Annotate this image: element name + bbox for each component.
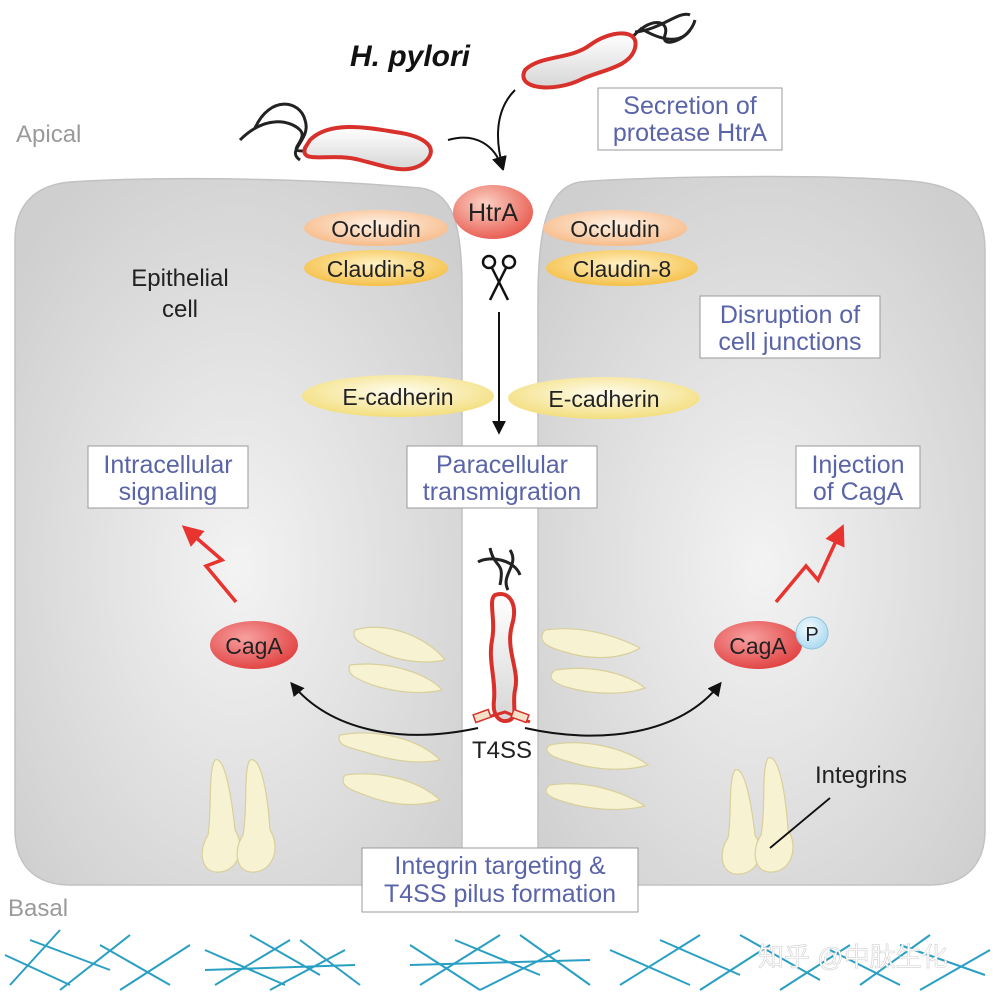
epithelial-cell-label-line2: cell xyxy=(162,296,198,323)
apical-label: Apical xyxy=(16,121,81,148)
svg-text:CagA: CagA xyxy=(225,633,283,659)
integrin-targeting-box: Integrin targeting & T4SS pilus formatio… xyxy=(361,847,639,913)
svg-text:P: P xyxy=(805,624,818,646)
svg-text:of CagA: of CagA xyxy=(813,478,904,506)
signal-arrow-left xyxy=(181,525,238,604)
phosphate-badge: P xyxy=(795,616,829,650)
svg-text:Occludin: Occludin xyxy=(570,216,659,242)
signal-arrow-right xyxy=(774,524,845,604)
bacterium-left-icon xyxy=(238,102,433,172)
svg-text:Paracellular: Paracellular xyxy=(436,451,568,479)
epithelial-cell-label-line1: Epithelial xyxy=(131,265,228,292)
svg-text:E-cadherin: E-cadherin xyxy=(548,386,659,412)
claudin-left: Claudin-8 xyxy=(304,250,448,286)
t4ss-label: T4SS xyxy=(472,737,532,764)
ecadherin-left: E-cadherin xyxy=(302,375,494,417)
svg-text:cell junctions: cell junctions xyxy=(718,328,861,356)
htra-protein: HtrA xyxy=(453,185,533,239)
svg-text:Injection: Injection xyxy=(811,451,904,479)
intracellular-box: Intracellular signaling xyxy=(87,445,249,509)
watermark: 知乎 @中肽生化 xyxy=(758,942,948,972)
arrow-t4ss-to-caga-right xyxy=(524,681,722,737)
integrin-receptors xyxy=(201,626,794,875)
svg-text:E-cadherin: E-cadherin xyxy=(342,384,453,410)
injection-box: Injection of CagA xyxy=(795,445,921,509)
bacterium-center-icon xyxy=(472,547,531,724)
integrins-pointer xyxy=(769,797,831,849)
svg-text:Secretion of: Secretion of xyxy=(623,92,756,120)
svg-text:transmigration: transmigration xyxy=(423,478,581,506)
extracellular-matrix-fibers xyxy=(4,929,991,991)
svg-text:CagA: CagA xyxy=(729,633,787,659)
svg-text:Claudin-8: Claudin-8 xyxy=(327,256,425,282)
svg-text:T4SS pilus formation: T4SS pilus formation xyxy=(384,880,616,908)
svg-text:Disruption of: Disruption of xyxy=(720,301,860,329)
basal-label: Basal xyxy=(8,895,68,922)
svg-text:HtrA: HtrA xyxy=(468,199,518,227)
occludin-left: Occludin xyxy=(304,210,448,246)
svg-text:Claudin-8: Claudin-8 xyxy=(573,256,671,282)
svg-text:protease HtrA: protease HtrA xyxy=(613,119,768,147)
secretion-box: Secretion of protease HtrA xyxy=(597,87,783,151)
svg-text:Integrin targeting &: Integrin targeting & xyxy=(394,852,606,880)
svg-text:signaling: signaling xyxy=(119,478,218,506)
caga-right: CagA xyxy=(714,621,802,669)
bacterium-top-icon xyxy=(521,12,697,90)
integrins-label: Integrins xyxy=(815,762,907,789)
arrow-bacterium-top-to-htra xyxy=(493,89,516,171)
caga-left: CagA xyxy=(210,621,298,669)
claudin-right: Claudin-8 xyxy=(546,250,698,286)
arrow-bacterium-left-to-htra xyxy=(447,136,506,171)
scissors-icon xyxy=(481,254,517,301)
occludin-right: Occludin xyxy=(543,210,687,246)
ecadherin-right: E-cadherin xyxy=(508,377,700,419)
title: H. pylori xyxy=(350,40,471,73)
svg-text:Occludin: Occludin xyxy=(331,216,420,242)
arrow-t4ss-to-caga-left xyxy=(290,681,479,736)
disruption-box: Disruption of cell junctions xyxy=(699,295,881,359)
svg-text:Intracellular: Intracellular xyxy=(103,451,232,479)
paracellular-box: Paracellular transmigration xyxy=(406,445,598,509)
